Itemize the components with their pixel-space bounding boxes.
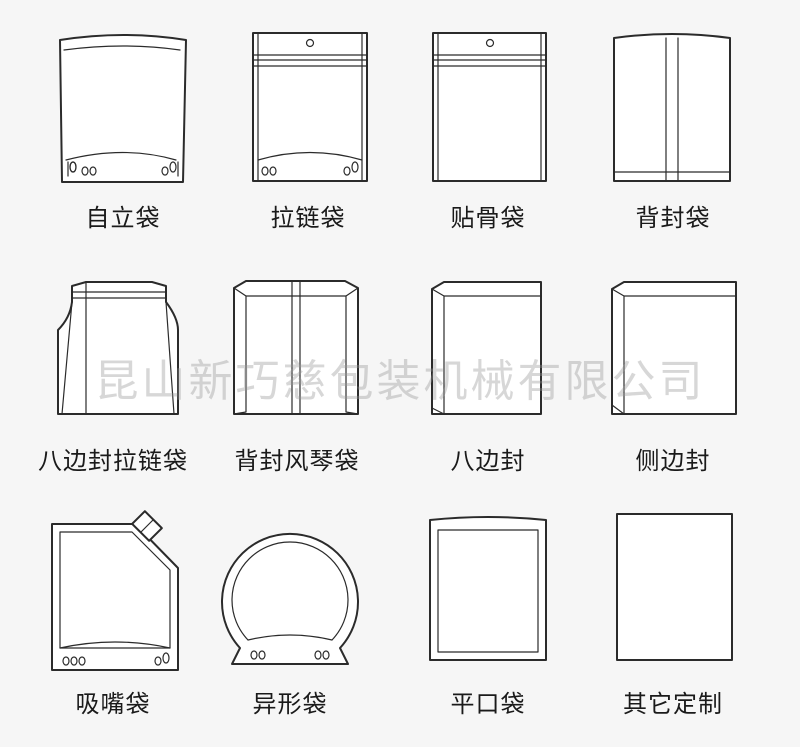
bag-label-side-seal: 侧边封 xyxy=(635,447,711,475)
bag-label-eight-side: 八边封 xyxy=(450,447,526,475)
stand-up-bag-icon xyxy=(59,34,187,183)
tear-edge-bag-icon xyxy=(432,32,547,182)
eight-side-zipper-bag-icon xyxy=(57,281,179,415)
bag-label-stand-up: 自立袋 xyxy=(85,204,161,232)
bag-label-tear-edge: 贴骨袋 xyxy=(450,204,526,232)
custom-bag-icon xyxy=(616,513,733,661)
flat-bag-icon xyxy=(429,516,547,661)
back-seal-gusset-bag-icon xyxy=(233,280,359,415)
bag-label-custom: 其它定制 xyxy=(623,690,723,718)
bag-label-zipper: 拉链袋 xyxy=(270,204,346,232)
bag-label-back-seal-gusset: 背封风琴袋 xyxy=(234,447,360,475)
bag-label-flat: 平口袋 xyxy=(450,690,526,718)
eight-side-seal-bag-icon xyxy=(431,281,542,415)
bag-label-spout: 吸嘴袋 xyxy=(75,690,151,718)
zipper-bag-icon xyxy=(252,32,368,182)
back-seal-bag-icon xyxy=(613,33,731,182)
shaped-bag-icon xyxy=(221,532,359,665)
bag-label-eight-side-zipper: 八边封拉链袋 xyxy=(38,447,188,475)
spout-bag-icon xyxy=(51,510,179,671)
bag-label-back-seal: 背封袋 xyxy=(635,204,711,232)
side-seal-bag-icon xyxy=(611,281,737,415)
bag-label-shaped: 异形袋 xyxy=(252,690,328,718)
